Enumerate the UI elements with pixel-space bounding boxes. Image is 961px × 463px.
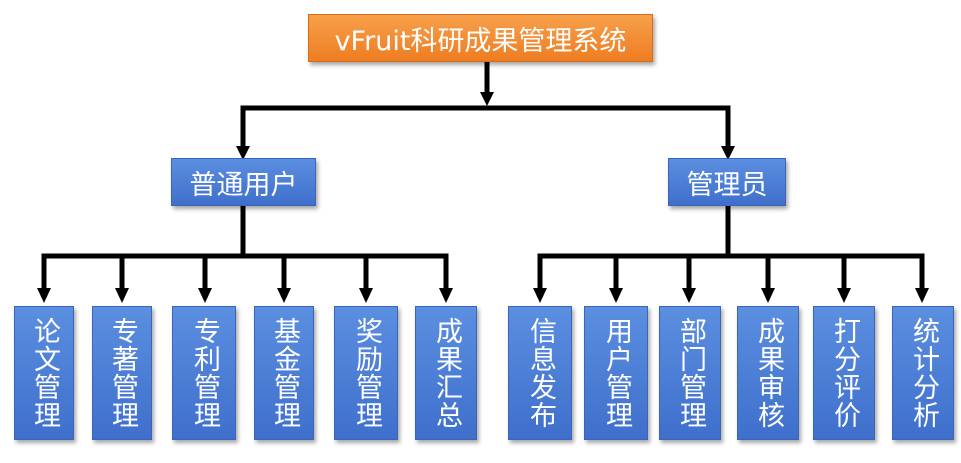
module-node: 信息发布	[508, 306, 572, 440]
module-label: 奖励管理	[351, 317, 382, 429]
module-label: 成果汇总	[431, 317, 462, 429]
root-label: vFruit科研成果管理系统	[334, 25, 627, 57]
role-node-user: 普通用户	[171, 158, 316, 206]
arrowhead	[721, 146, 735, 160]
module-node: 统计分析	[892, 306, 954, 440]
arrowhead	[837, 288, 851, 303]
module-node: 奖励管理	[334, 306, 398, 440]
module-node: 成果审核	[737, 306, 799, 440]
module-label: 打分评价	[829, 317, 860, 429]
module-node: 专利管理	[172, 306, 236, 440]
module-label: 专著管理	[107, 317, 138, 429]
arrowhead	[480, 92, 494, 106]
arrowhead	[915, 288, 929, 303]
arrowhead	[277, 288, 291, 303]
role-label: 普通用户	[189, 169, 298, 201]
arrowhead	[115, 288, 129, 303]
module-label: 部门管理	[675, 317, 706, 429]
module-node: 部门管理	[659, 306, 721, 440]
arrowhead	[609, 288, 623, 303]
module-node: 专著管理	[92, 306, 152, 440]
arrowhead	[439, 288, 453, 303]
module-label: 信息发布	[525, 317, 556, 429]
module-node: 成果汇总	[415, 306, 477, 440]
arrowhead	[761, 288, 775, 303]
arrowhead	[37, 288, 51, 303]
module-node: 基金管理	[254, 306, 314, 440]
root-node: vFruit科研成果管理系统	[308, 14, 653, 62]
module-label: 成果审核	[753, 317, 784, 429]
arrowhead	[682, 288, 696, 303]
arrowhead	[236, 146, 250, 160]
module-label: 用户管理	[601, 317, 632, 429]
arrowhead	[359, 288, 373, 303]
module-label: 统计分析	[908, 317, 939, 429]
role-node-admin: 管理员	[668, 158, 786, 206]
module-node: 用户管理	[584, 306, 648, 440]
module-node: 论文管理	[14, 306, 74, 440]
role-label: 管理员	[686, 169, 768, 201]
module-label: 基金管理	[269, 317, 300, 429]
arrowhead	[198, 288, 212, 303]
arrowhead	[533, 288, 547, 303]
module-label: 论文管理	[29, 317, 60, 429]
module-node: 打分评价	[813, 306, 875, 440]
module-label: 专利管理	[189, 317, 220, 429]
